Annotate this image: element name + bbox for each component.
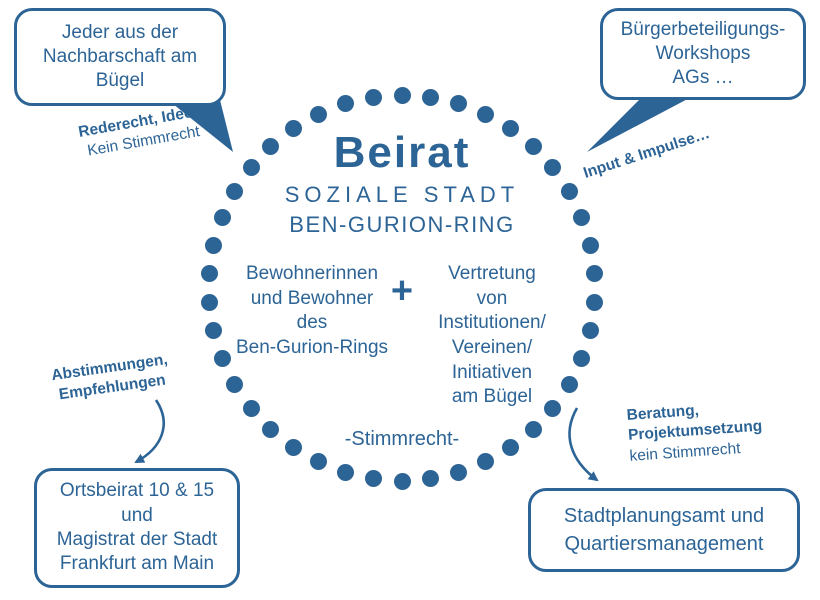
plus-sign: + — [390, 270, 414, 312]
note-rederecht: Rederecht, Ideen Kein Stimmrecht — [66, 99, 219, 165]
group-line: Vertretung — [448, 263, 536, 284]
box-line: Stadtplanungsamt und — [563, 504, 765, 527]
ring-dot — [573, 208, 591, 226]
group-line: des — [296, 312, 328, 334]
ring-dot — [450, 463, 468, 481]
voting-rights-label: -Stimmrecht- — [344, 428, 460, 450]
bubble-line: Nachbarschaft am — [42, 45, 198, 67]
ring-dot — [477, 105, 495, 123]
group-line: Vereinen/ — [451, 337, 533, 359]
ring-dot — [502, 438, 520, 456]
ring-dot — [242, 159, 260, 177]
note-abstimmungen: Abstimmungen, Empfehlungen — [34, 348, 188, 409]
group-line: und Bewohner — [250, 287, 374, 309]
ring-dot — [336, 95, 354, 113]
group-line: Bewohnerinnen — [245, 263, 379, 284]
ring-dot — [450, 95, 468, 113]
box-line: Frankfurt am Main — [59, 553, 215, 575]
bubble-line: AGs … — [672, 67, 734, 89]
ring-dot — [205, 236, 223, 254]
note-input-impulse: Input & Impulse… — [581, 112, 749, 184]
diagram-subtitle: SOZIALE STADT — [284, 182, 520, 207]
ring-dot — [544, 399, 562, 417]
ring-dot — [524, 420, 542, 438]
ring-dot — [581, 236, 599, 254]
box-line: Quartiersmanagement — [564, 533, 764, 555]
ring-dot — [585, 293, 603, 311]
ring-dot — [309, 453, 327, 471]
ring-dot — [262, 420, 280, 438]
box-line: und — [121, 504, 153, 526]
group-line: Initiativen — [451, 361, 533, 383]
note-beratung: Beratung, Projektumsetzung kein Stimmrec… — [626, 394, 800, 467]
ring-dot — [201, 293, 219, 311]
ring-dot — [581, 322, 599, 340]
ring-dot — [544, 159, 562, 177]
ring-dot — [364, 88, 382, 106]
ring-dot — [560, 376, 578, 393]
bubble-line: Jeder aus der — [61, 21, 179, 43]
group-institutions: Vertretung von Institutionen/ Vereinen/ … — [410, 262, 574, 410]
ring-dot — [364, 470, 382, 488]
box-line: Ortsbeirat 10 & 15 — [59, 480, 215, 502]
ring-dot — [242, 399, 260, 417]
ring-dot — [585, 265, 603, 283]
group-line: Ben-Gurion-Rings — [235, 337, 389, 359]
ring-dot — [336, 463, 354, 481]
speech-bubble-workshops: Bürgerbeteiligungs- Workshops AGs … — [600, 8, 806, 100]
note-bold-text: Input & Impulse… — [581, 125, 712, 182]
box-line: Magistrat der Stadt — [56, 529, 218, 550]
ring-dot — [477, 453, 495, 471]
ring-dot — [284, 438, 302, 456]
bottom-right-arrow — [568, 407, 599, 482]
bubble-line: Bügel — [95, 70, 145, 92]
group-line: am Bügel — [451, 386, 533, 408]
diagram-subtitle: BEN-GURION-RING — [289, 212, 515, 237]
ring-dot — [502, 120, 520, 138]
ring-dot — [422, 88, 440, 106]
ring-dot — [205, 322, 223, 340]
box-ortsbeirat: Ortsbeirat 10 & 15 und Magistrat der Sta… — [34, 468, 240, 588]
group-line: Institutionen/ — [438, 312, 546, 334]
ring-dot — [393, 472, 411, 490]
ring-dot — [213, 350, 231, 367]
ring-dot — [262, 138, 280, 156]
bubble-line: Workshops — [655, 42, 751, 64]
diagram-title: Beirat — [333, 128, 471, 177]
bubble-line: Bürgerbeteiligungs- — [620, 18, 786, 40]
ring-dot — [309, 105, 327, 123]
ring-dot — [201, 265, 219, 283]
ring-dot — [524, 138, 542, 156]
group-residents: Bewohnerinnen und Bewohner des Ben-Gurio… — [226, 262, 398, 361]
ring-dot — [393, 86, 411, 104]
group-line: von — [476, 287, 508, 309]
ring-dot — [422, 470, 440, 488]
bottom-left-arrow — [134, 399, 165, 464]
ring-dot — [213, 208, 231, 226]
box-stadtplanungsamt: Stadtplanungsamt und Quartiersmanagement — [528, 488, 800, 572]
ring-dot — [573, 350, 591, 367]
speech-bubble-neighborhood: Jeder aus der Nachbarschaft am Bügel — [14, 8, 226, 106]
ring-dot — [284, 120, 302, 138]
ring-dot — [226, 376, 244, 393]
circle-heading: Beirat SOZIALE STADT BEN-GURION-RING — [252, 128, 552, 238]
ring-dot — [226, 183, 244, 200]
ring-dot — [560, 183, 578, 200]
